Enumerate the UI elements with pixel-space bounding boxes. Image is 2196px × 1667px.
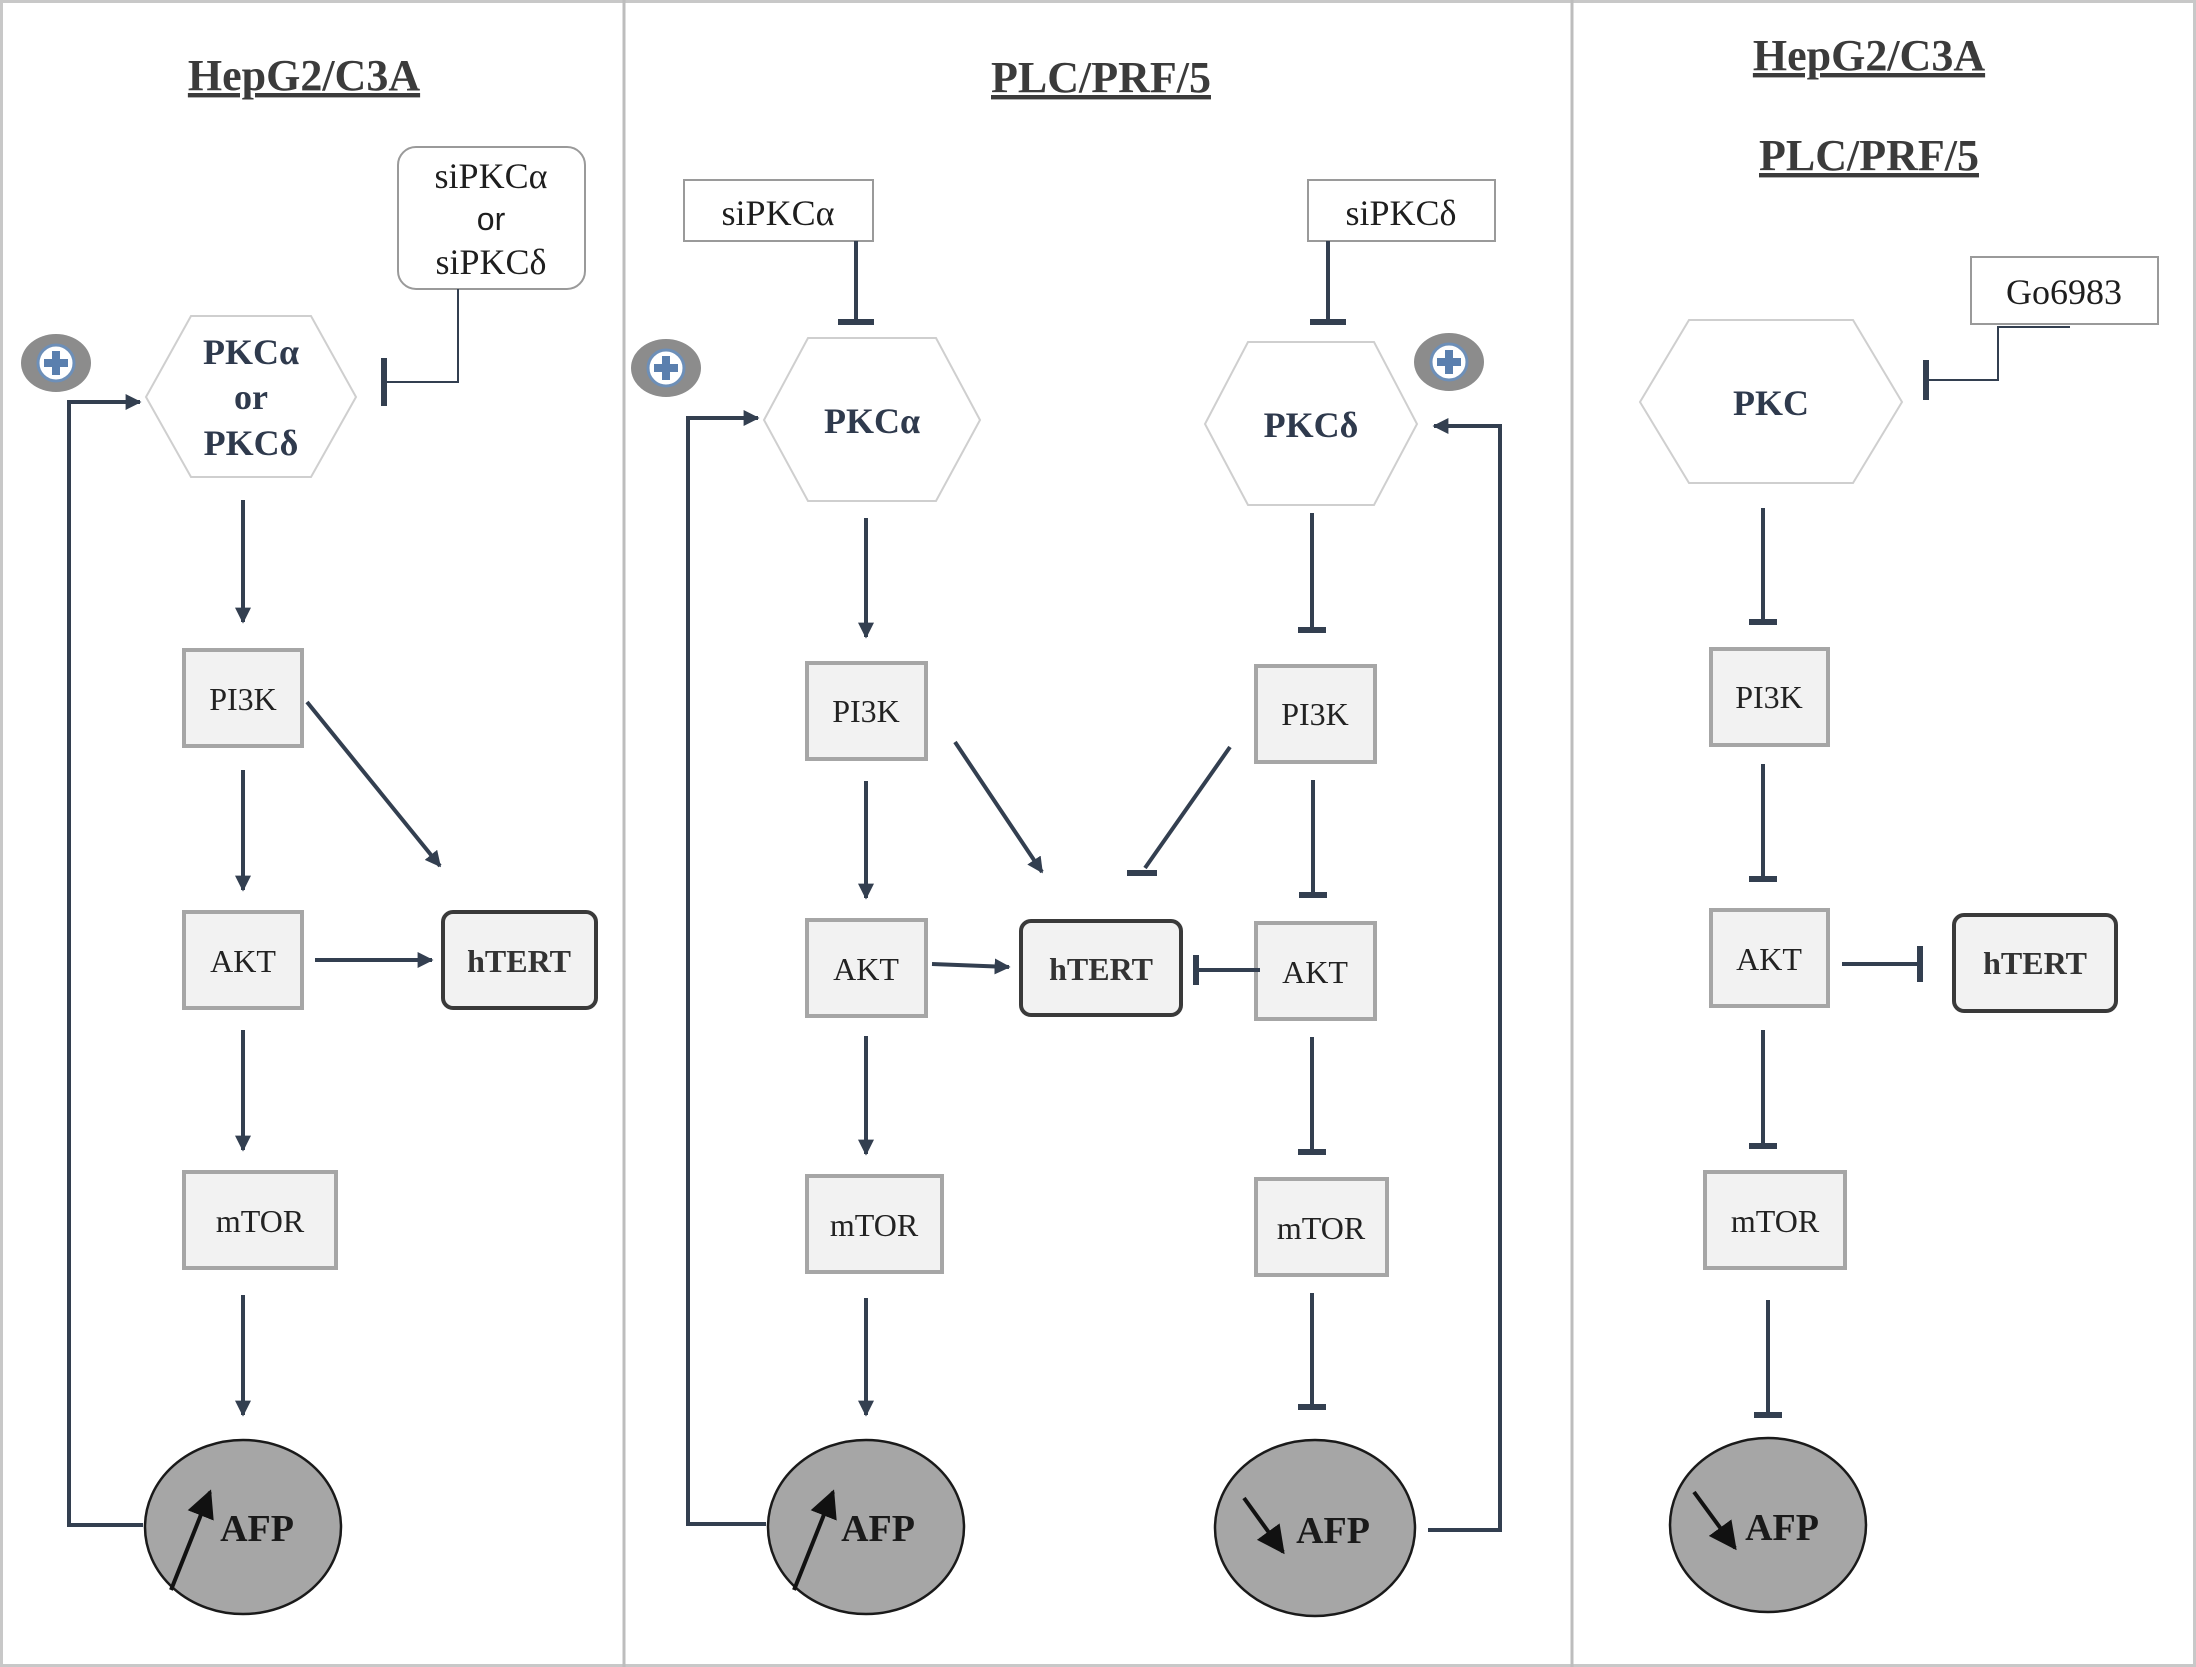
htert-label: hTERT [467, 943, 571, 979]
inhibitor-label-line-2: or [477, 201, 506, 237]
inhibitor-label-left: siPKCα [722, 193, 835, 233]
pi3k-node [182, 648, 304, 748]
inhibition-edge [384, 289, 459, 383]
kinase-hexagon-right [1203, 341, 1419, 506]
afp-node [1668, 1436, 1868, 1614]
htert-node [1952, 913, 2118, 1013]
inhibitor-box-left [683, 179, 874, 242]
afp-trend-up-arrow-left [792, 1489, 837, 1591]
afp-node-left [766, 1438, 966, 1616]
panel-plc: PLC/PRF/5 siPKCα siPKCδ PKCα PKCδ [631, 53, 1502, 1618]
mtor-node [1703, 1170, 1847, 1270]
kinase-label-right: PKCδ [1264, 405, 1359, 445]
kinase-label-line-3: PKCδ [204, 423, 299, 463]
afp-label: AFP [220, 1508, 294, 1550]
kinase-label: PKC [1733, 383, 1809, 423]
inhibitor-label-right: siPKCδ [1345, 193, 1456, 233]
kinase-hexagon [1638, 319, 1904, 484]
afp-trend-up-arrow [169, 1489, 214, 1591]
afp-label-left: AFP [841, 1508, 915, 1550]
mtor-node [182, 1170, 338, 1270]
htert-label: hTERT [1049, 951, 1153, 987]
afp-trend-down-arrow [1692, 1490, 1737, 1551]
pi3k-label: PI3K [209, 681, 277, 717]
akt-node-left [805, 918, 928, 1018]
edge-afp-feedback [67, 394, 143, 1527]
afp-trend-down-arrow-right [1242, 1496, 1285, 1555]
inhibitor-box-right [1307, 179, 1496, 242]
htert-node [441, 910, 598, 1010]
afp-label-right: AFP [1296, 1510, 1370, 1552]
mtor-label: mTOR [1731, 1203, 1820, 1239]
afp-node [143, 1438, 343, 1616]
feedback-plus-badge-right [1414, 333, 1484, 391]
pi3k-label: PI3K [1735, 679, 1803, 715]
kinase-label-line-2: or [234, 377, 268, 417]
inhibitor-box [1970, 256, 2159, 325]
akt-node [1709, 908, 1830, 1008]
akt-label: AKT [1736, 941, 1802, 977]
akt-node [182, 910, 304, 1010]
feedback-plus-badge-left [631, 339, 701, 397]
panel-title: HepG2/C3A [188, 51, 420, 100]
panel-combined: HepG2/C3A PLC/PRF/5 Go6983 PKC PI3K AKT … [1638, 31, 2159, 1614]
afp-label: AFP [1745, 1507, 1819, 1549]
mtor-label: mTOR [216, 1203, 305, 1239]
edge-pi3k-htert-right [1143, 745, 1232, 870]
kinase-hexagon-left [762, 337, 982, 502]
akt-label-right: AKT [1282, 954, 1348, 990]
pi3k-label-right: PI3K [1281, 696, 1349, 732]
edge-afp-feedback-left [686, 410, 766, 1526]
akt-label-left: AKT [833, 951, 899, 987]
edge-pi3k-htert [305, 700, 442, 868]
htert-label: hTERT [1983, 945, 2087, 981]
panel-title-2: PLC/PRF/5 [1759, 131, 1979, 180]
htert-node [1019, 919, 1183, 1017]
kinase-label-left: PKCα [824, 401, 920, 441]
panel-hepg2: HepG2/C3A siPKCα or siPKCδ PKCα or PKCδ … [21, 51, 598, 1616]
kinase-hexagon [144, 315, 358, 478]
akt-node-right [1254, 921, 1377, 1021]
edge-afp-feedback-right [1428, 418, 1502, 1532]
akt-label: AKT [210, 943, 276, 979]
mtor-label-left: mTOR [830, 1207, 919, 1243]
afp-node-right [1213, 1438, 1417, 1618]
inhibitor-label-line-3: siPKCδ [435, 242, 546, 282]
mtor-label-right: mTOR [1277, 1210, 1366, 1246]
pi3k-node [1709, 647, 1830, 747]
kinase-label-line-1: PKCα [203, 332, 299, 372]
inhibitor-label: Go6983 [2006, 272, 2122, 312]
feedback-plus-badge [21, 334, 91, 392]
panel-title: PLC/PRF/5 [991, 53, 1211, 102]
inhibitor-label-line-1: siPKCα [435, 156, 548, 196]
panel-title-1: HepG2/C3A [1753, 31, 1985, 80]
inhibition-edge [1926, 326, 2070, 381]
mtor-node-left [805, 1174, 944, 1274]
edge-pi3k-htert-left [953, 740, 1044, 874]
edge-akt-htert-left [931, 958, 1011, 975]
pi3k-label-left: PI3K [832, 693, 900, 729]
pi3k-node-right [1254, 664, 1377, 764]
mtor-node-right [1254, 1177, 1389, 1277]
inhibitor-box [397, 146, 586, 290]
pi3k-node-left [805, 661, 928, 761]
